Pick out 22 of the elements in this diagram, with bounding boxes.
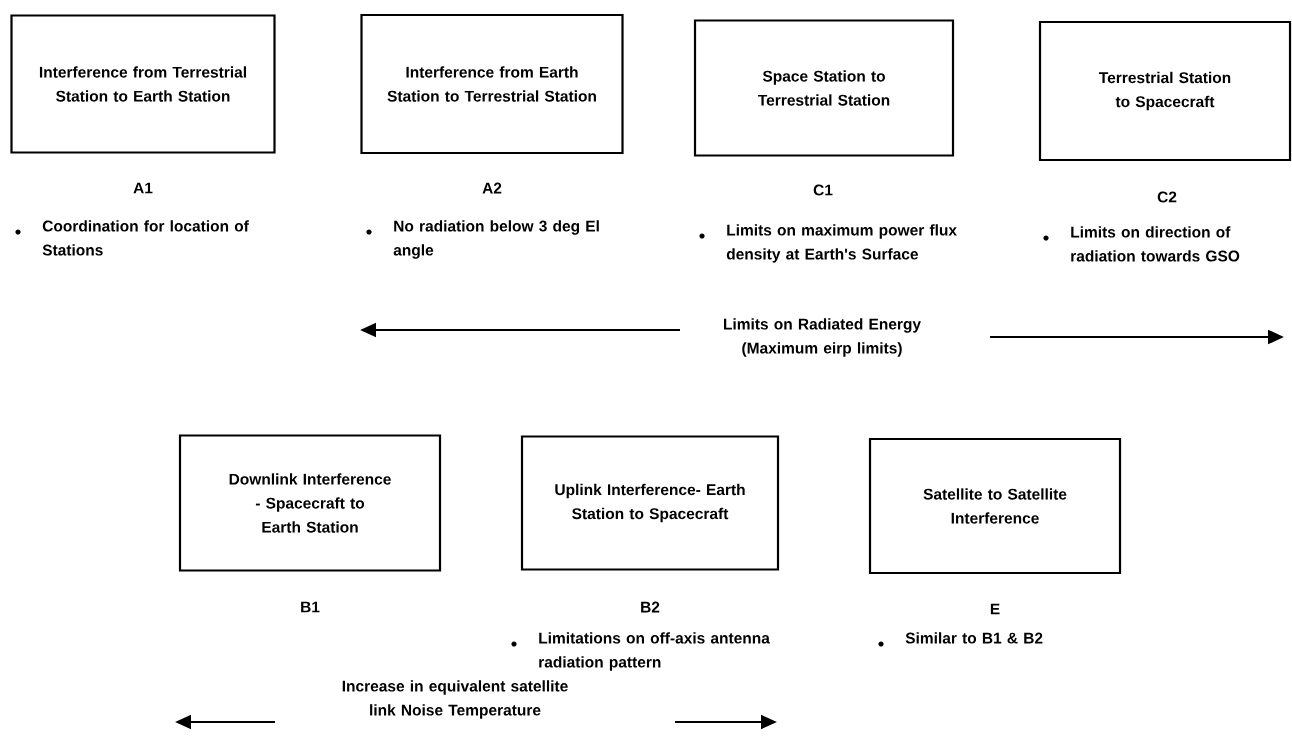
text-box: Satellite to Satellite Interference: [868, 437, 1122, 575]
text-box: Space Station to Terrestrial Station: [693, 19, 955, 157]
text-box: Terrestrial Station to Spacecraft: [1038, 20, 1292, 162]
bullet-text: Coordination for location of Stations: [42, 220, 249, 256]
bullet-text: No radiation below 3 deg El angle: [393, 220, 599, 259]
text-box: Downlink Interference - Spacecraft to Earth Station: [178, 434, 442, 572]
case-code: A1: [133, 182, 153, 194]
case-code: E: [990, 603, 1000, 615]
bullet-text: Limits on maximum power flux density at Earth's Surface: [726, 224, 957, 263]
text-box: Uplink Interference- Earth Station to Spacecraft: [520, 435, 780, 571]
case-code: A2: [482, 182, 502, 194]
range-label: Increase in equivalent satellite link Noise Temperature: [342, 680, 568, 719]
case-code: B1: [301, 601, 320, 613]
case-code: C2: [1157, 191, 1177, 203]
bullet-text: Limitations on off-axis antenna radiation pattern: [539, 632, 770, 671]
text-box: Interference from Earth Station to Terrestrial Station: [360, 13, 624, 155]
range-label: Limits on Radiated Energy (Maximum eirp limits): [724, 318, 921, 357]
bullet-text: Similar to B1 & B2: [905, 632, 1043, 644]
case-code: B2: [641, 601, 660, 613]
bullet-text: Limits on direction of radiation towards GSO: [1071, 226, 1240, 262]
case-code: C1: [813, 184, 833, 196]
text-box: Interference from Terrestrial Station to Earth Station: [10, 14, 276, 154]
